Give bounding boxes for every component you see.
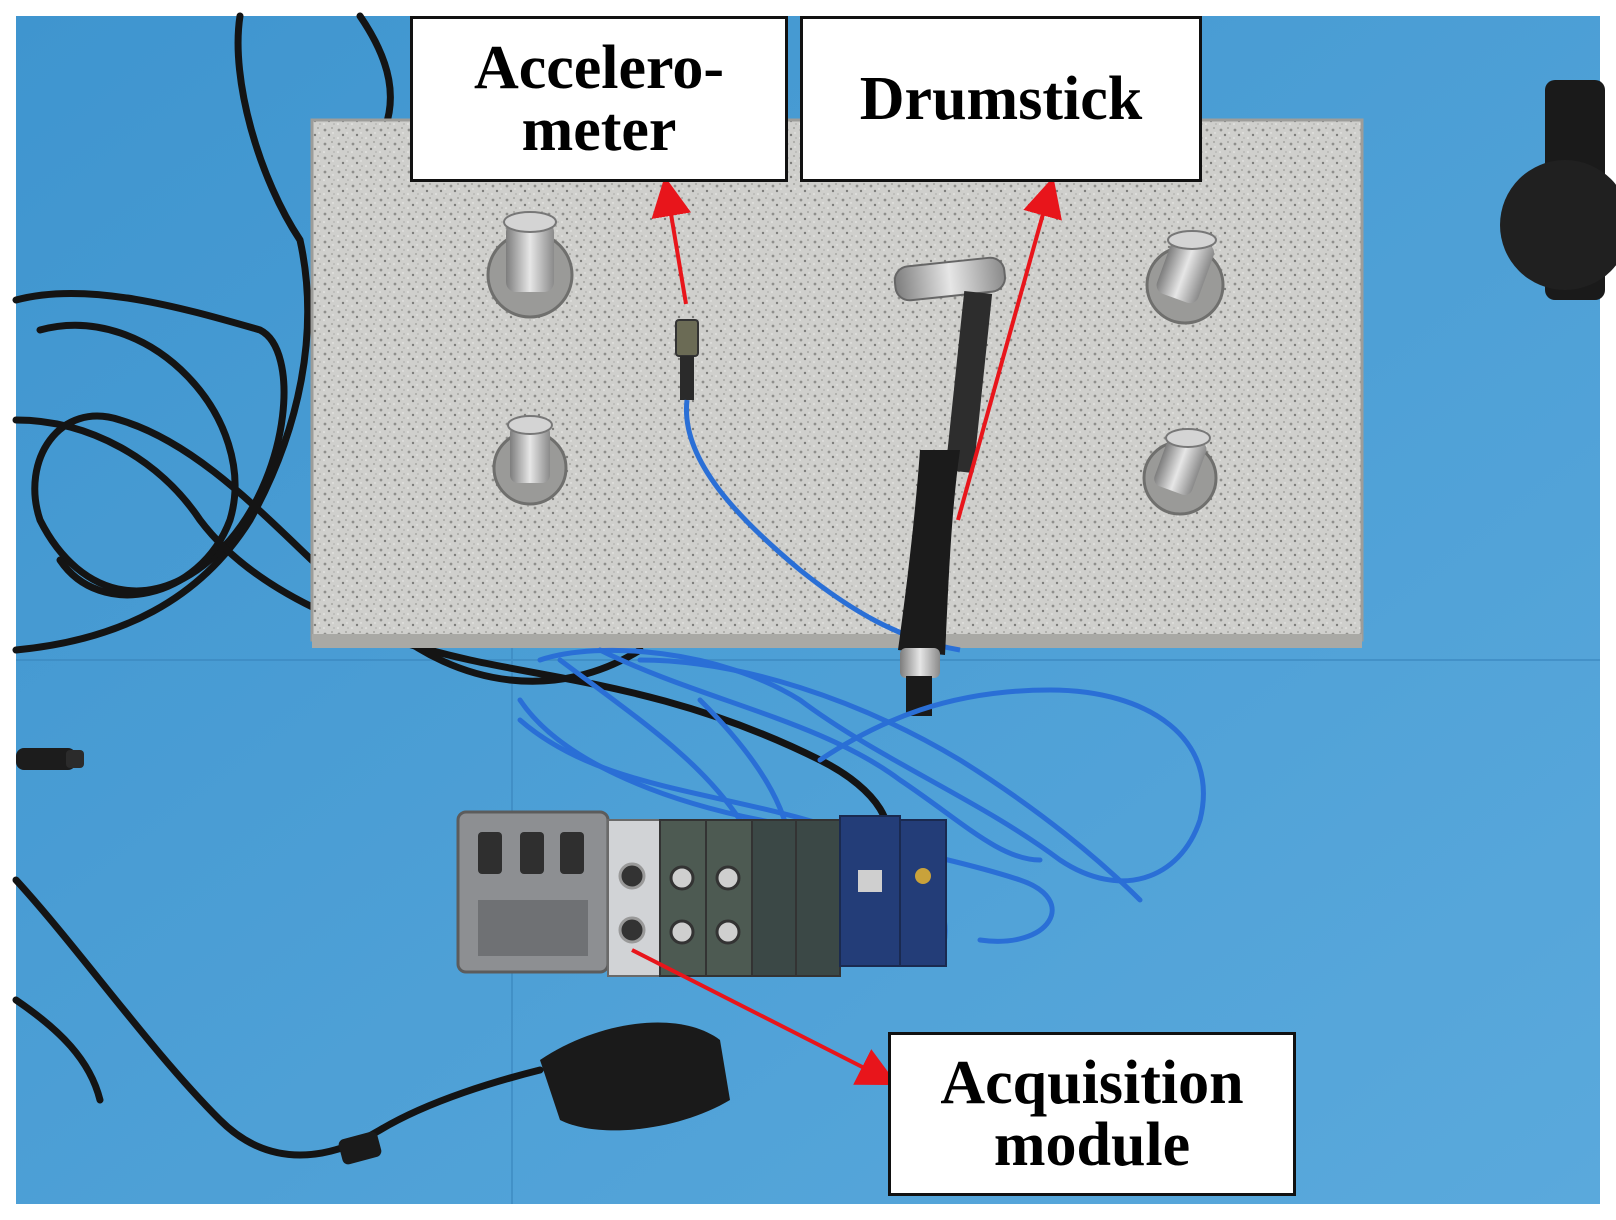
granite-plate bbox=[310, 118, 1364, 648]
arrow-drumstick bbox=[956, 176, 1062, 521]
mounting-bolt bbox=[1142, 428, 1218, 516]
mounting-bolt bbox=[492, 415, 568, 506]
acquisition-module-label: Acquisition module bbox=[888, 1032, 1296, 1196]
drumstick-label: Drumstick bbox=[800, 16, 1202, 182]
acquisition-chassis bbox=[456, 810, 947, 977]
accelerometer-sensor bbox=[675, 319, 699, 400]
impact-hammer bbox=[893, 256, 1006, 716]
annotation-arrows bbox=[631, 176, 1062, 1086]
black-fixture bbox=[1500, 80, 1616, 300]
accelerometer-label: Accelero- meter bbox=[410, 16, 788, 182]
arrow-acquisition-module bbox=[631, 948, 898, 1086]
arrow-accelerometer bbox=[651, 176, 692, 305]
mounting-bolt bbox=[486, 211, 574, 319]
connector-plug bbox=[16, 748, 84, 770]
power-adapter bbox=[338, 1022, 730, 1165]
mounting-bolt bbox=[1145, 230, 1225, 325]
